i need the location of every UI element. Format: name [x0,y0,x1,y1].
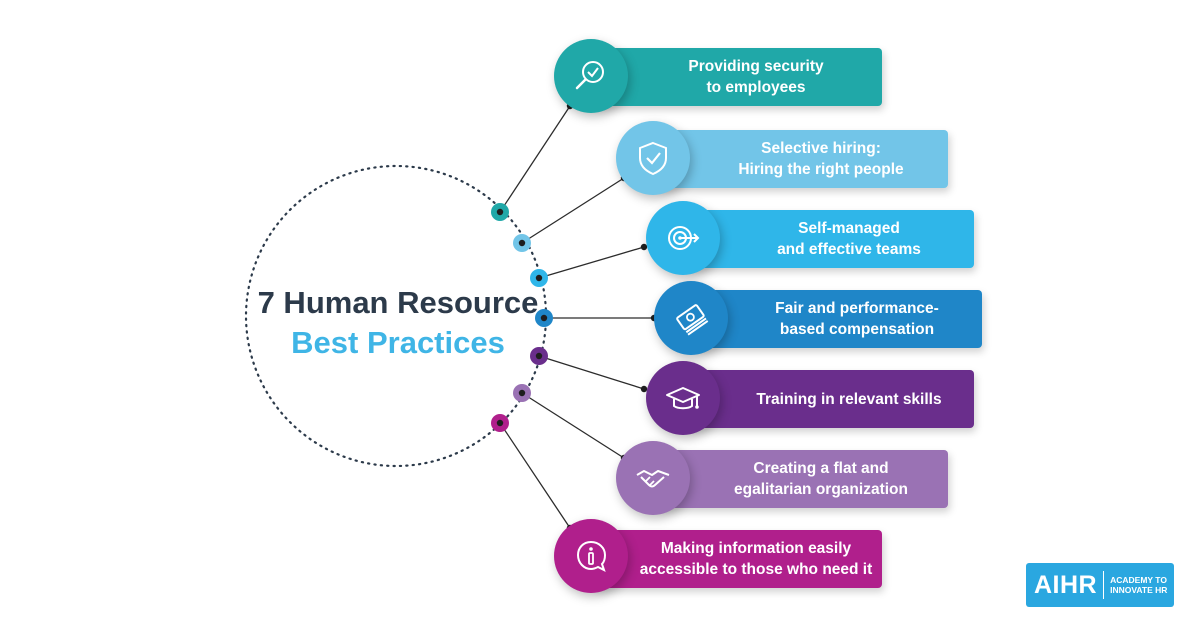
practice-label: Training in relevant skills [756,390,942,408]
practice-icon-circle [554,39,628,113]
practice-icon-circle [616,121,690,195]
practice-bar-info: Making information easily accessible to … [594,530,882,588]
info-icon [576,540,607,572]
practice-icon-circle [646,361,720,435]
ring-dot-center [518,239,526,247]
logo-tagline-line-1: ACADEMY TO [1110,575,1167,585]
practice-icon-circle [646,201,720,275]
title-line-2: Best Practices [291,325,505,360]
connector-line [538,246,645,279]
ring-dot-center [496,419,504,427]
practice-bar-graduation-cap: Training in relevant skills [688,370,974,428]
connector-end-dot [640,385,648,393]
target-icon [668,226,700,250]
connector-line [499,422,571,529]
practice-icon-circle [554,519,628,593]
practice-icon-circle [616,441,690,515]
shield-check-icon [639,141,667,176]
practice-label: Selective hiring: Hiring the right peopl… [738,140,904,178]
ring-dot-center [535,274,543,282]
practice-bar-shield-check: Selective hiring: Hiring the right peopl… [658,130,948,188]
title-line-1: 7 Human Resource [257,285,539,320]
practice-bar-target: Self-managed and effective teams [688,210,974,268]
ring-dot-center [518,389,526,397]
diagram-title: 7 Human Resource Best Practices [248,283,548,363]
practice-bar-magnifier-check: Providing security to employees [594,48,882,106]
logo-tagline: ACADEMY TO INNOVATE HR [1110,575,1167,595]
connector-line [521,177,625,244]
connector-end-dot [640,243,648,251]
connector-line [521,392,625,459]
practice-label: Fair and performance- based compensation [775,300,939,338]
logo-divider [1103,571,1105,599]
handshake-icon [636,470,670,488]
practice-label: Providing security to employees [688,58,824,96]
aihr-logo: AIHR ACADEMY TO INNOVATE HR [1026,563,1174,607]
graduation-cap-icon [666,387,700,410]
connector-line [538,355,645,390]
magnifier-check-icon [575,61,604,90]
logo-tagline-line-2: INNOVATE HR [1110,585,1168,595]
logo-wordmark: AIHR [1034,570,1098,599]
practice-bar-handshake: Creating a flat and egalitarian organiza… [658,450,948,508]
ring-dot-center [496,208,504,216]
connector-line [499,105,571,213]
practice-label: Creating a flat and egalitarian organiza… [734,460,908,498]
ring-dot-center [535,352,543,360]
practice-label: Making information easily accessible to … [639,540,873,578]
practice-bar-money-stack: Fair and performance- based compensation [696,290,982,348]
practice-label: Self-managed and effective teams [777,220,921,258]
ring-dot-center [540,314,548,322]
money-stack-icon [676,304,709,336]
practice-icon-circle [654,281,728,355]
